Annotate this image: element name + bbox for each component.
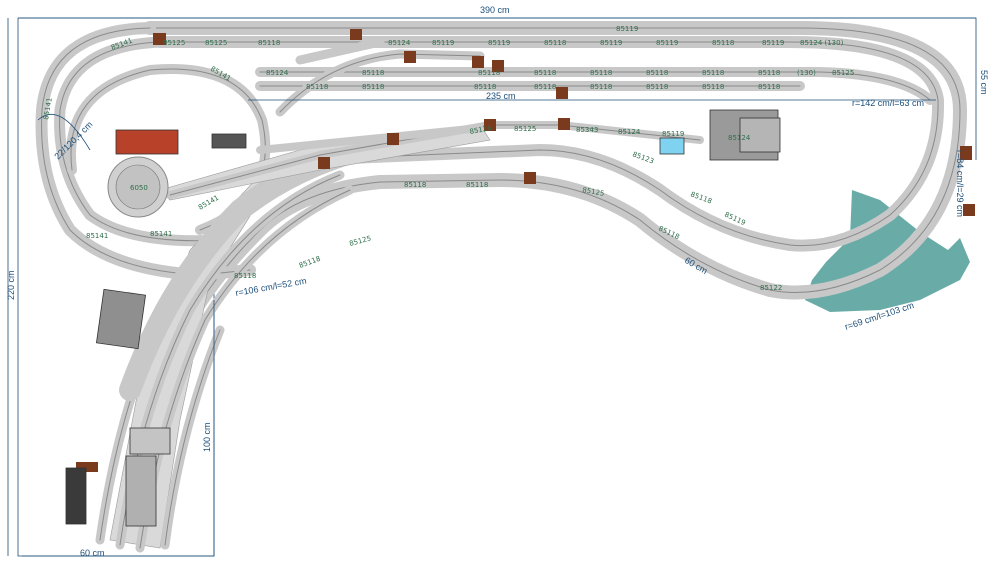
track-label: 85119	[656, 39, 678, 47]
turntable	[107, 156, 169, 218]
track-label: 85118	[544, 39, 566, 47]
track-label: 85125	[582, 186, 605, 198]
track-label: 85125	[514, 125, 536, 133]
track-label: (130)	[797, 69, 816, 77]
track-label: 85118	[712, 39, 734, 47]
branch-buildings	[65, 288, 171, 527]
dim-inner-mid: 235 cm	[486, 91, 516, 101]
track-labels-second: 85124 85118 85118 85118 85118 85118 8511…	[266, 69, 854, 77]
track-label: 85118	[362, 69, 384, 77]
track-label: 85125	[832, 69, 854, 77]
track-labels-third: 85118 85118 85118 85118 85118 85118 8511…	[306, 83, 780, 91]
track-label: 85141	[150, 230, 172, 238]
track-label: 85124	[266, 69, 289, 77]
signal-boxes	[76, 29, 975, 472]
track-label: 85118	[404, 181, 426, 189]
engine-depot	[115, 129, 247, 155]
track-label: 85118	[298, 255, 322, 270]
track-label: 85118	[689, 190, 713, 205]
track-label: 85118	[646, 69, 668, 77]
track-label: 85125	[205, 39, 227, 47]
track-label: 85119	[616, 25, 638, 33]
station-yard	[255, 37, 935, 117]
inner-loop	[54, 36, 945, 252]
track-label: 85119	[488, 39, 510, 47]
track-label: 85118	[534, 83, 556, 91]
outer-main-loop	[35, 21, 967, 317]
dim-radius-main: r=84 cm/l=29 cm	[955, 150, 965, 217]
track-label: 85118	[362, 83, 384, 91]
track-label: 85118	[258, 39, 280, 47]
dim-radius-right-top: r=142 cm/l=63 cm	[852, 98, 924, 108]
track-label: 85141	[197, 194, 220, 212]
track-label: 85119	[762, 39, 784, 47]
track-label: 85118	[466, 181, 488, 189]
dimension-lines	[7, 17, 976, 557]
track-label: 85124	[469, 124, 493, 136]
track-label: 85122	[760, 284, 782, 292]
track-labels-top: 85125 85125 85118 85124 85119 85119 8511…	[163, 25, 844, 47]
station-building	[659, 109, 781, 161]
track-label: 85124	[728, 134, 751, 142]
track-label: 85118	[702, 83, 724, 91]
dim-left-height: 220 cm	[6, 270, 16, 300]
track-label: 85118	[234, 272, 256, 280]
dim-branch-height: 100 cm	[202, 422, 212, 452]
dim-bottom-width: 60 cm	[80, 548, 105, 558]
track-label: 85124	[388, 39, 411, 47]
track-label: 85118	[758, 69, 780, 77]
track-label: 85118	[306, 83, 328, 91]
track-label: 85141	[86, 232, 108, 240]
track-label: 85119	[432, 39, 454, 47]
track-label: 85118	[590, 83, 612, 91]
dim-right-upper: 55 cm	[979, 70, 989, 95]
track-label: 85118	[534, 69, 556, 77]
turntable-label: 6050	[130, 184, 148, 192]
track-label: 85119	[662, 130, 684, 138]
track-label: 85124 (130)	[800, 39, 844, 47]
track-label: 85343	[576, 126, 598, 134]
track-label: 85125	[163, 39, 185, 47]
track-label: 85118	[702, 69, 724, 77]
track-label: 85125	[348, 234, 372, 247]
track-label: 85118	[646, 83, 668, 91]
track-label: 85118	[590, 69, 612, 77]
track-label: 85141	[42, 97, 54, 120]
track-label: 85119	[600, 39, 622, 47]
track-label: 85118	[758, 83, 780, 91]
track-label: 85123	[631, 150, 655, 165]
track-label: 85118	[474, 83, 496, 91]
track-label: 85118	[478, 69, 500, 77]
track-label: 85124	[618, 128, 641, 136]
dim-top-width: 390 cm	[480, 5, 510, 15]
